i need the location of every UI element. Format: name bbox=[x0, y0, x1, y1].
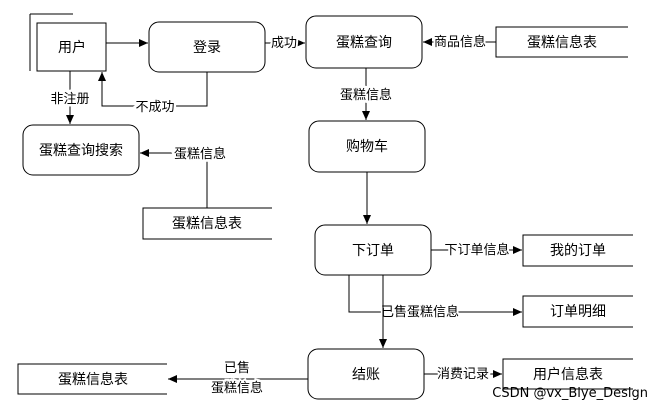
flow-sold-line1-label: 已售 bbox=[224, 360, 250, 376]
store-cake-info-mid: 蛋糕信息表 bbox=[142, 207, 272, 240]
flow-fail-label: 不成功 bbox=[135, 100, 174, 115]
process-login-label: 登录 bbox=[193, 40, 221, 56]
flow-consumption-record-label: 消费记录 bbox=[437, 367, 489, 382]
store-cake-info-top-label: 蛋糕信息表 bbox=[527, 34, 597, 51]
flow-order-to-detail bbox=[348, 275, 522, 316]
flow-sold-cake-info-label: 已售蛋糕信息 bbox=[381, 304, 459, 320]
process-cake-search-label: 蛋糕查询搜索 bbox=[39, 142, 123, 159]
flow-success-label: 成功 bbox=[271, 36, 297, 51]
store-cake-info-bottom-label: 蛋糕信息表 bbox=[58, 371, 128, 388]
store-user-info: 用户信息表 bbox=[502, 358, 633, 390]
flow-login-fail bbox=[98, 72, 208, 107]
store-order-detail: 订单明细 bbox=[522, 295, 633, 328]
flow-order-info-label: 下订单信息 bbox=[444, 242, 509, 258]
flow-non-registered-label: 非注册 bbox=[50, 92, 89, 107]
flow-cake-info-search-label: 蛋糕信息 bbox=[174, 146, 226, 162]
store-user-info-label: 用户信息表 bbox=[533, 366, 603, 383]
entity-user: 用户 bbox=[29, 13, 107, 72]
process-checkout-label: 结账 bbox=[352, 367, 380, 383]
flow-cake-info-cart-label: 蛋糕信息 bbox=[340, 87, 392, 103]
store-my-orders: 我的订单 bbox=[522, 234, 633, 267]
process-login: 登录 bbox=[148, 21, 266, 73]
flow-product-info-label: 商品信息 bbox=[434, 34, 486, 50]
process-cart: 购物车 bbox=[308, 120, 426, 173]
process-cake-search: 蛋糕查询搜索 bbox=[22, 124, 140, 176]
process-checkout: 结账 bbox=[307, 348, 425, 400]
flow-sold-line2-label: 蛋糕信息 bbox=[211, 380, 263, 396]
process-cake-query: 蛋糕查询 bbox=[305, 15, 423, 69]
store-cake-info-top: 蛋糕信息表 bbox=[495, 26, 628, 58]
store-cake-info-mid-label: 蛋糕信息表 bbox=[172, 215, 242, 232]
store-cake-info-bottom: 蛋糕信息表 bbox=[17, 363, 167, 395]
process-cart-label: 购物车 bbox=[346, 138, 388, 155]
store-order-detail-label: 订单明细 bbox=[550, 304, 606, 320]
process-cake-query-label: 蛋糕查询 bbox=[336, 35, 392, 51]
flow-store-to-search bbox=[140, 149, 208, 208]
entity-user-label: 用户 bbox=[58, 39, 86, 56]
process-place-order: 下订单 bbox=[314, 224, 432, 276]
watermark: CSDN @vx_Biye_Design bbox=[492, 386, 648, 401]
process-place-order-label: 下订单 bbox=[352, 243, 394, 259]
store-my-orders-label: 我的订单 bbox=[550, 243, 606, 259]
